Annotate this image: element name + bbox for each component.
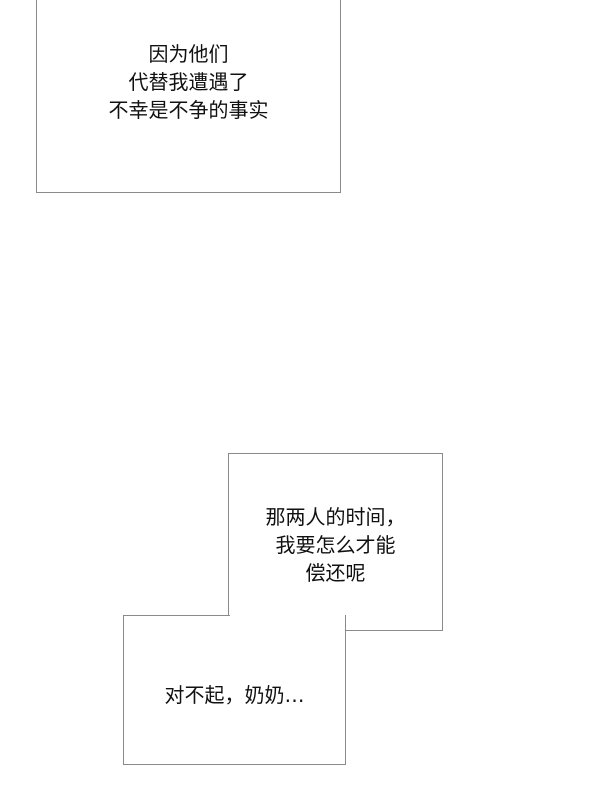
- speech-line: 代替我遭遇了: [128, 70, 249, 94]
- speech-line: 不幸是不争的事实: [108, 98, 269, 122]
- speech-panel-upper: [228, 453, 443, 631]
- panel-join-mask: [229, 614, 345, 631]
- speech-line: 那两人的时间，: [265, 505, 406, 529]
- speech-text-lower: 对不起，奶奶…: [123, 681, 346, 709]
- speech-line: 因为他们: [148, 42, 229, 66]
- speech-panel-top: [36, 0, 341, 193]
- speech-line: 对不起，奶奶…: [164, 683, 305, 707]
- speech-panel-lower: [123, 615, 346, 765]
- speech-text-upper: 那两人的时间， 我要怎么才能 偿还呢: [228, 503, 443, 587]
- speech-text-top: 因为他们 代替我遭遇了 不幸是不争的事实: [36, 40, 341, 124]
- speech-line: 偿还呢: [305, 561, 366, 585]
- speech-line: 我要怎么才能: [275, 533, 396, 557]
